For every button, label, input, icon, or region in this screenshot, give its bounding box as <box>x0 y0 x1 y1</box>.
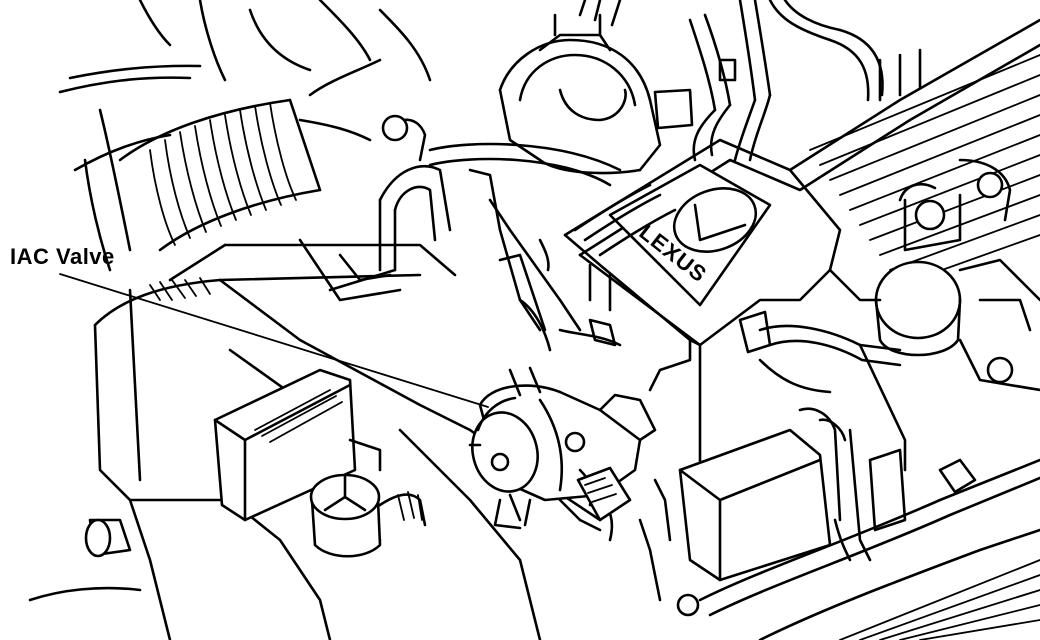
lexus-logo-emblem <box>672 187 758 253</box>
iac-valve <box>468 366 657 542</box>
fuel-lines <box>688 0 884 162</box>
engine-cover: LEXUS <box>563 18 1040 472</box>
alternator-area <box>498 0 694 175</box>
air-intake-hose <box>58 0 432 272</box>
oil-filler-cap <box>309 473 427 558</box>
iac-valve-label: IAC Valve <box>10 244 115 269</box>
right-components <box>738 158 1040 472</box>
vacuum-hoses <box>298 114 622 352</box>
lower-pipes <box>638 458 1040 640</box>
iac-valve-leader-line <box>59 273 489 408</box>
relay-box <box>678 407 907 582</box>
